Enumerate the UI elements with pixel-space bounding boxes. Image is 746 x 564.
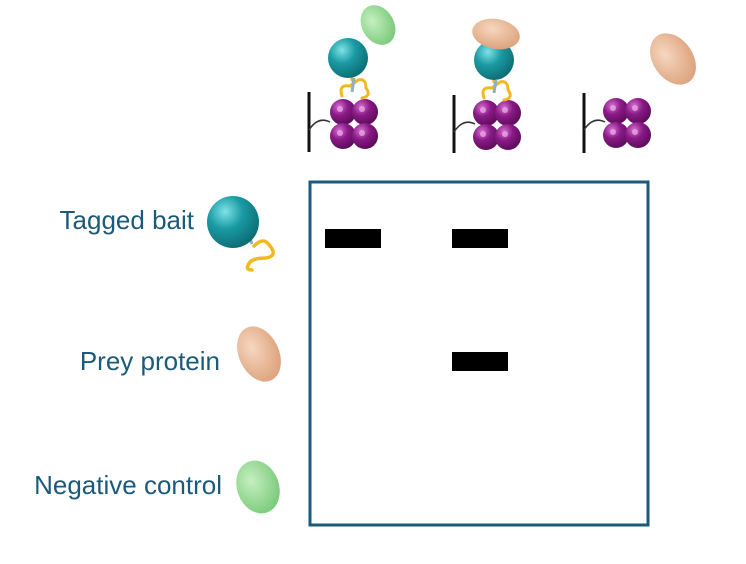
tagged-bait-label: Tagged bait — [59, 205, 194, 235]
lane-2-bead-cluster — [473, 100, 521, 150]
band-lane-2-prey-protein — [452, 352, 508, 371]
lane-1-complex — [307, 5, 396, 152]
lane-2-complex — [452, 18, 521, 153]
lane-1-linker — [308, 119, 331, 131]
lane-2-prey-protein — [472, 18, 520, 50]
lane-3-prey-protein — [650, 33, 696, 85]
band-lane-2-tagged-bait — [452, 229, 508, 248]
prey-protein-label: Prey protein — [79, 346, 220, 376]
negative-control-label: Negative control — [34, 470, 222, 500]
lane-2-bait-stalk — [492, 79, 498, 94]
band-lane-1-tagged-bait — [325, 229, 381, 248]
lane-1-bait-stalk — [350, 77, 356, 93]
lane-3-bead-cluster — [603, 98, 651, 148]
tagged-bait-icon — [207, 196, 275, 272]
lane-1-bait-sphere — [328, 38, 368, 78]
lane-3-complex — [582, 33, 696, 153]
lane-1-bead-cluster — [330, 99, 378, 149]
lane-2-linker — [453, 121, 476, 133]
gel-frame — [308, 180, 650, 527]
prey-protein-icon — [237, 326, 281, 382]
lane-2-bait-sphere — [474, 40, 514, 80]
lane-1-negative-control — [360, 5, 396, 45]
lane-3-linker — [583, 119, 606, 131]
negative-control-icon — [236, 460, 280, 514]
